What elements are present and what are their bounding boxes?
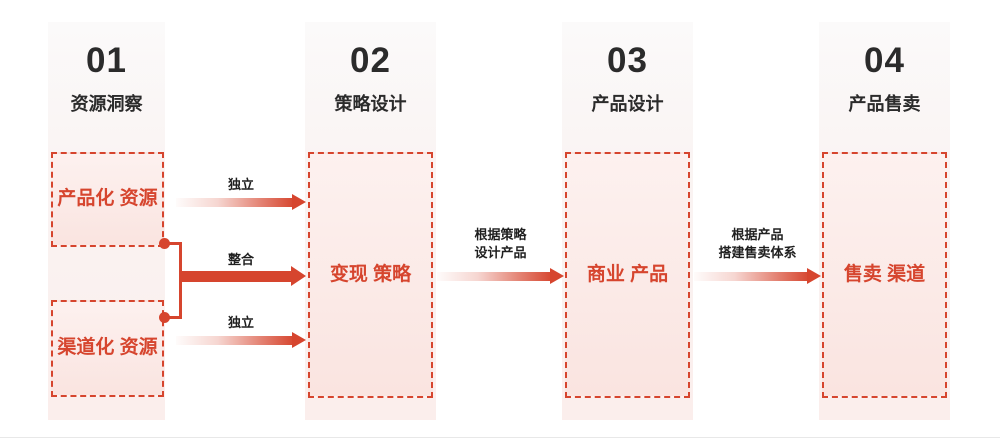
arrow-head-icon — [550, 268, 564, 284]
arrow-shaft — [694, 272, 810, 281]
bracket-spine — [179, 242, 182, 319]
arrow-shaft — [181, 271, 294, 282]
arrow-label-integrate: 整合 — [227, 252, 254, 267]
node-channelized-resource: 渠道化 资源 — [51, 300, 164, 397]
arrow-label-product-to-sales: 根据产品 搭建售卖体系 — [718, 227, 797, 261]
column-name-03: 产品设计 — [591, 94, 664, 114]
arrow-head-icon — [291, 266, 306, 286]
arrow-independent-bottom — [176, 332, 306, 348]
arrow-label-independent-bottom: 独立 — [227, 315, 254, 330]
arrow-label-independent-top: 独立 — [227, 177, 254, 192]
node-label-productized-resource: 产品化 资源 — [57, 188, 158, 210]
column-header-02: 02 策略设计 — [305, 43, 436, 113]
column-header-01: 01 资源洞察 — [48, 43, 165, 113]
column-name-04: 产品售卖 — [848, 94, 921, 114]
arrow-shaft — [176, 198, 295, 207]
node-label-monetization-strategy: 变现 策略 — [329, 263, 412, 285]
node-label-channelized-resource: 渠道化 资源 — [57, 337, 158, 359]
arrow-shaft — [176, 336, 295, 345]
arrow-head-icon — [292, 194, 306, 210]
node-commercial-product: 商业 产品 — [565, 152, 690, 398]
arrow-product-to-sales — [694, 268, 821, 284]
column-number-03: 03 — [607, 41, 648, 80]
arrow-independent-top — [176, 194, 306, 210]
column-header-04: 04 产品售卖 — [819, 43, 950, 113]
bottom-divider — [0, 437, 1000, 438]
arrow-integrate — [181, 266, 306, 286]
node-productized-resource: 产品化 资源 — [51, 152, 164, 247]
column-name-02: 策略设计 — [334, 94, 407, 114]
node-monetization-strategy: 变现 策略 — [308, 152, 433, 398]
node-label-commercial-product: 商业 产品 — [586, 263, 669, 285]
column-number-01: 01 — [86, 41, 127, 80]
bracket-branch-top — [164, 242, 182, 245]
column-header-03: 03 产品设计 — [562, 43, 693, 113]
arrow-head-icon — [292, 332, 306, 348]
arrow-label-strategy-to-product: 根据策略 设计产品 — [474, 227, 527, 261]
arrow-head-icon — [807, 268, 821, 284]
column-number-02: 02 — [350, 41, 391, 80]
node-label-sales-channel: 售卖 渠道 — [843, 263, 926, 285]
connector-dot-top — [159, 238, 170, 249]
column-name-01: 资源洞察 — [70, 94, 143, 114]
bracket-branch-bottom — [164, 316, 182, 319]
column-number-04: 04 — [864, 41, 905, 80]
arrow-shaft — [437, 272, 553, 281]
connector-dot-bottom — [159, 312, 170, 323]
node-sales-channel: 售卖 渠道 — [822, 152, 947, 398]
arrow-strategy-to-product — [437, 268, 564, 284]
